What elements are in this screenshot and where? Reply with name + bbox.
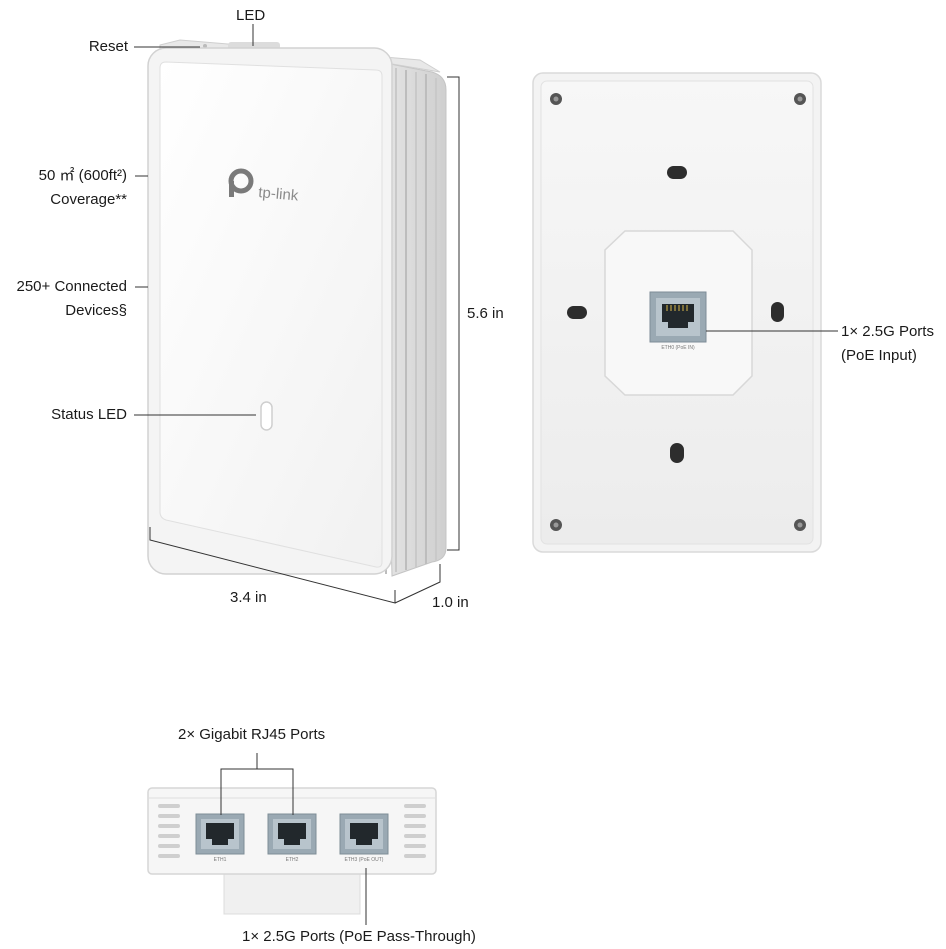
height-dimension-label: 5.6 in: [467, 305, 504, 322]
depth-dimension-label: 1.0 in: [432, 594, 469, 611]
back-view-device: ETH0 (PoE IN): [532, 72, 822, 553]
eth0-port-label: ETH0 (PoE IN): [661, 345, 695, 351]
eth2-port-label: ETH2: [286, 857, 299, 863]
vent-icon: [158, 804, 426, 858]
devices-label-line2: Devices§: [65, 302, 127, 319]
ethernet-port-icon: [195, 813, 245, 855]
eth1-port-label: ETH1: [214, 857, 227, 863]
reset-hole: [203, 44, 207, 48]
front-face: [159, 61, 383, 568]
height-dimension-line: [447, 76, 460, 551]
gigabit-ports-label: 2× Gigabit RJ45 Ports: [178, 726, 326, 743]
width-dimension-label: 3.4 in: [230, 589, 267, 606]
ethernet-port-icon: [649, 291, 707, 343]
reset-label: Reset: [88, 38, 128, 55]
status-led-label: Status LED: [51, 406, 127, 423]
front-leader-lines: [134, 24, 256, 416]
width-dimension-line: [149, 527, 396, 604]
bottom-leader-lines: [220, 753, 367, 925]
tp-link-logo-icon: [228, 168, 254, 197]
logo-text: tp-link: [258, 184, 300, 204]
led-label: LED: [236, 7, 266, 24]
poe-passthrough-port-label: 1× 2.5G Ports (PoE Pass-Through): [242, 928, 476, 945]
coverage-label-line1: 50 ㎡ (600ft²): [38, 167, 127, 184]
status-led: [260, 401, 273, 431]
eth3-port-label: ETH3 (PoE OUT): [345, 857, 384, 863]
devices-label-line1: 250+ Connected: [16, 278, 127, 295]
depth-dimension-line: [394, 564, 441, 604]
bottom-stand: [223, 869, 361, 915]
screw-icon: [550, 93, 806, 531]
poe-input-port-label-line1: 1× 2.5G Ports: [841, 323, 934, 340]
mounting-slot-icon: [567, 166, 784, 463]
poe-input-port-label-line2: (PoE Input): [841, 347, 917, 364]
bottom-view-device: ETH1 ETH2 ETH3 (PoE OUT): [147, 787, 437, 915]
ethernet-port-icon: [267, 813, 317, 855]
dimension-lines: [149, 76, 460, 604]
side-fins: [379, 61, 447, 577]
coverage-label-line2: Coverage**: [50, 191, 127, 208]
front-view-device: tp-link: [147, 39, 447, 577]
ethernet-port-icon: [339, 813, 389, 855]
